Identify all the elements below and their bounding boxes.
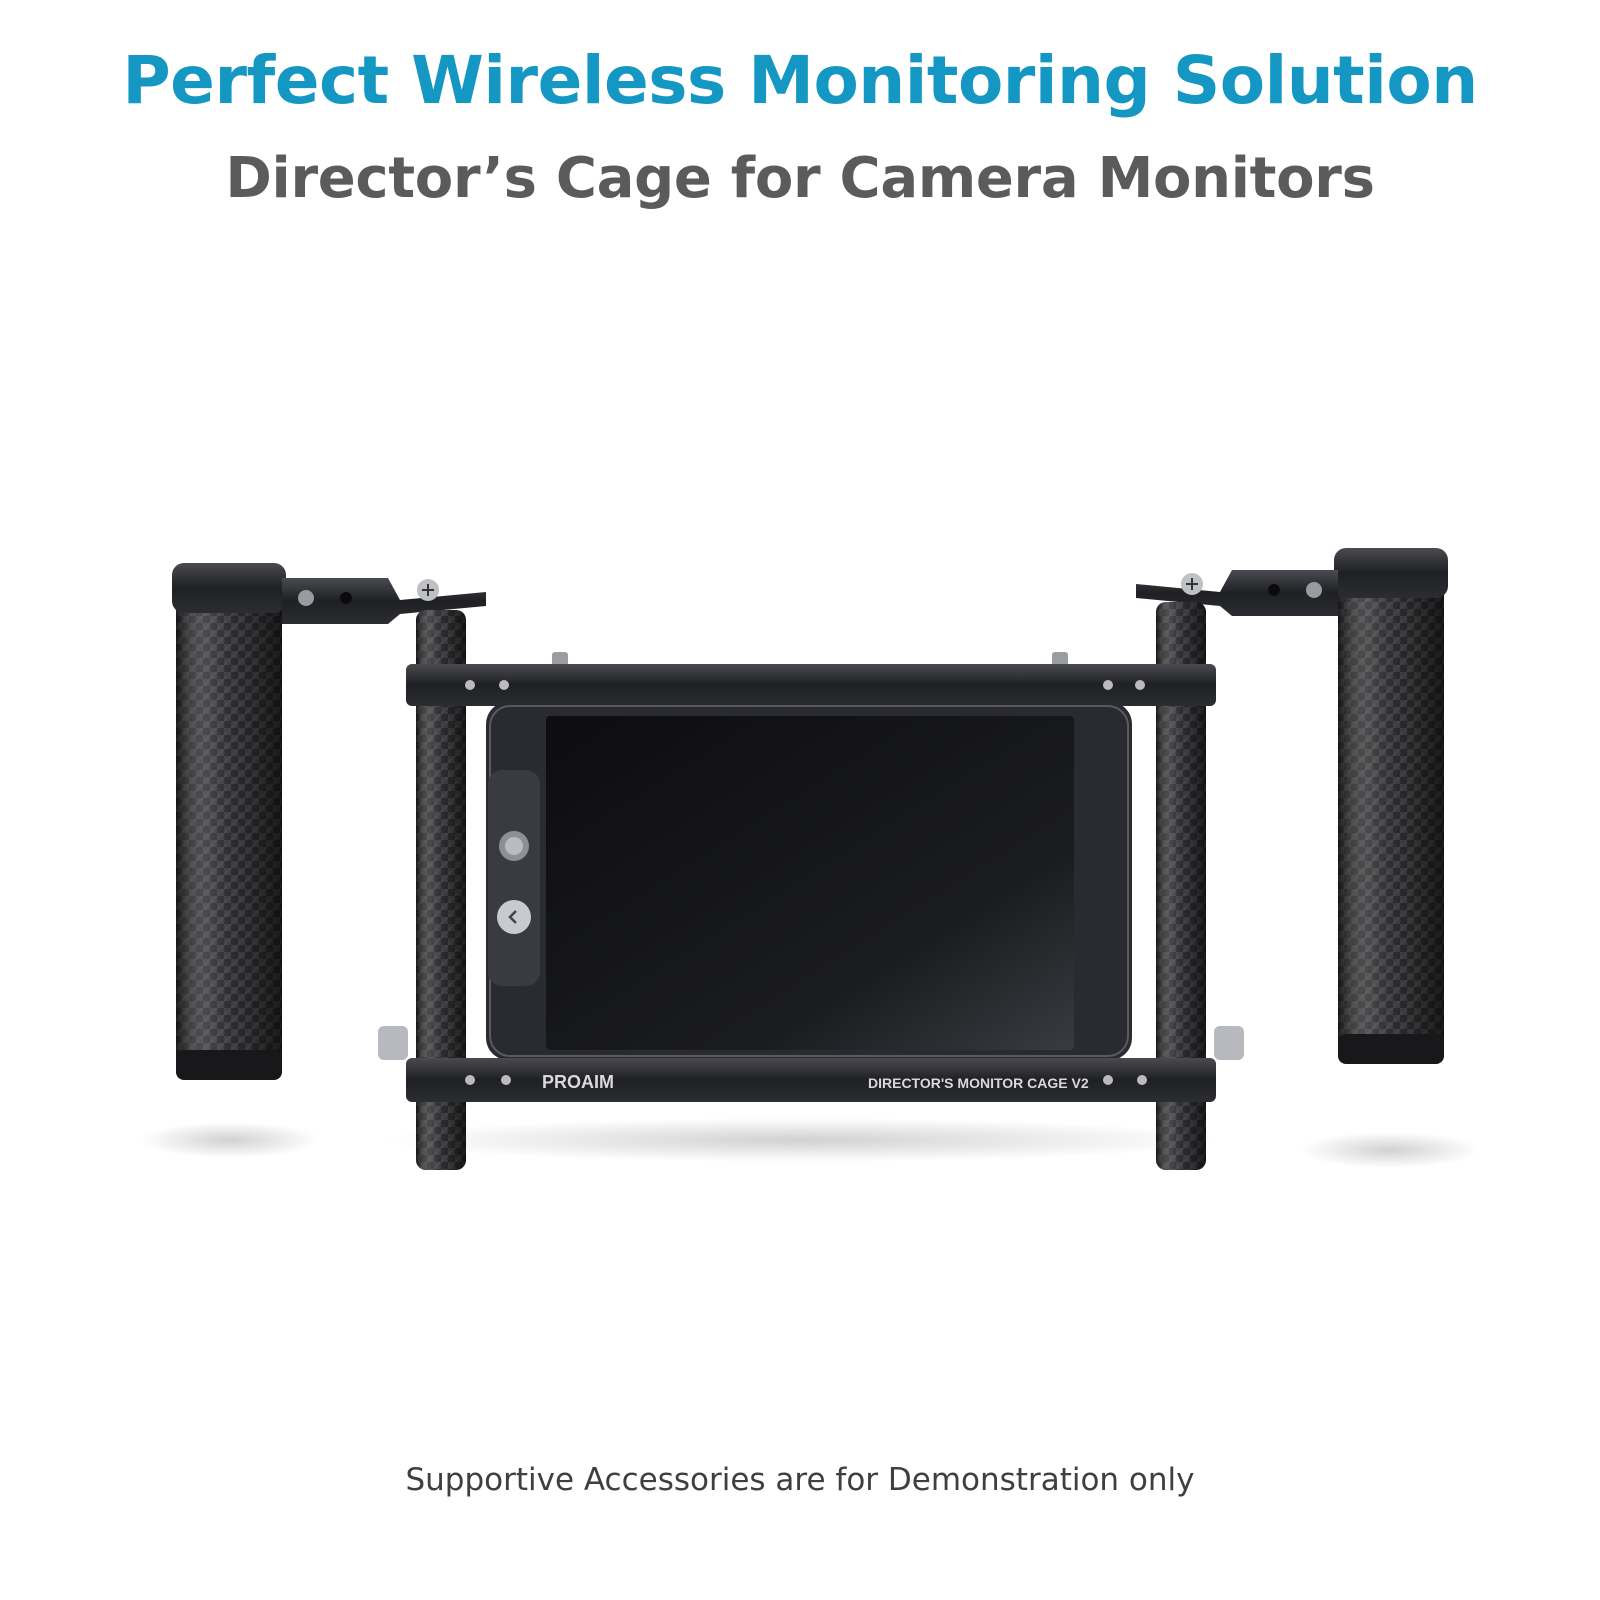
left-arm-clamp bbox=[282, 578, 486, 624]
top-plate bbox=[406, 652, 1216, 706]
field-monitor bbox=[486, 702, 1132, 1060]
page-subtitle: Director’s Cage for Camera Monitors bbox=[225, 146, 1375, 211]
right-vertical-rod bbox=[1156, 602, 1206, 1170]
left-vertical-rod bbox=[416, 610, 466, 1170]
brand-logo: PROAIM bbox=[542, 1072, 614, 1092]
bottom-plate: PROAIM DIRECTOR'S MONITOR CAGE V2 bbox=[406, 1058, 1216, 1102]
right-arm-clamp bbox=[1136, 570, 1338, 616]
right-handle bbox=[1334, 548, 1448, 1064]
back-button-icon bbox=[497, 900, 531, 934]
demonstration-disclaimer: Supportive Accessories are for Demonstra… bbox=[405, 1462, 1195, 1498]
page-title: Perfect Wireless Monitoring Solution bbox=[122, 42, 1478, 119]
left-handle bbox=[172, 563, 286, 1080]
plate-label: DIRECTOR'S MONITOR CAGE V2 bbox=[868, 1075, 1089, 1091]
monitor-screen-icon bbox=[546, 716, 1074, 1050]
